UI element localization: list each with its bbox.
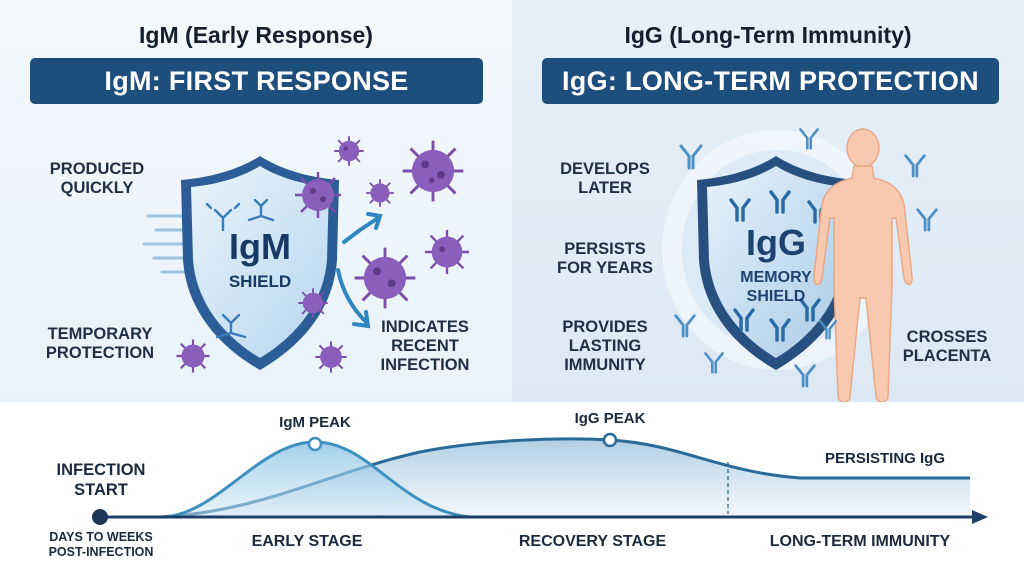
virus-icon bbox=[366, 179, 394, 207]
igg-shield-title: IgG bbox=[746, 222, 806, 263]
virus-icon bbox=[295, 172, 341, 218]
label-temporary-protection: TEMPORARY PROTECTION bbox=[45, 325, 155, 362]
label-indicates-infection: INDICATES RECENT INFECTION bbox=[380, 318, 470, 374]
human-body-icon bbox=[813, 128, 913, 403]
virus-icon bbox=[176, 339, 210, 373]
virus-icon bbox=[298, 288, 328, 318]
virus-icon bbox=[424, 229, 470, 275]
igm-shield-subtitle: SHIELD bbox=[228, 272, 292, 291]
igm-shield-title: IgM bbox=[229, 226, 291, 267]
timeline-curves bbox=[92, 432, 988, 525]
infection-start-label: INFECTION START bbox=[56, 461, 146, 499]
label-produced-quickly: PRODUCED QUICKLY bbox=[49, 160, 145, 197]
label-develops-later: DEVELOPS LATER bbox=[560, 160, 650, 197]
igm-shield-icon bbox=[181, 156, 339, 370]
antibody-icon bbox=[818, 319, 838, 340]
igg-shield-subtitle: MEMORY SHIELD bbox=[740, 269, 812, 305]
antibody-timeline: INFECTION START DAYS TO WEEKS POST-INFEC… bbox=[0, 402, 1024, 572]
stage-early: EARLY STAGE bbox=[251, 533, 363, 550]
deflect-arrow-icon bbox=[336, 212, 383, 329]
antibody-icon bbox=[916, 208, 938, 232]
days-to-weeks-label: DAYS TO WEEKS POST-INFECTION bbox=[48, 530, 154, 559]
virus-icon bbox=[334, 136, 364, 166]
antibody-icon bbox=[674, 314, 696, 338]
igm-panel: IgM (Early Response) IgM: FIRST RESPONSE… bbox=[0, 0, 512, 402]
antibody-icon bbox=[904, 154, 926, 178]
igm-peak-label: IgM PEAK bbox=[279, 414, 351, 431]
label-crosses-placenta: CROSSES PLACENTA bbox=[902, 328, 992, 365]
igg-heading: IgG (Long-Term Immunity) bbox=[624, 22, 912, 48]
label-persists-years: PERSISTS FOR YEARS bbox=[557, 240, 653, 277]
antibody-icon bbox=[799, 128, 819, 150]
antibody-icon bbox=[679, 144, 703, 170]
virus-icon bbox=[315, 341, 347, 373]
speed-lines-icon bbox=[142, 214, 188, 274]
persisting-igg-label: PERSISTING IgG bbox=[824, 450, 945, 467]
stage-long-term: LONG-TERM IMMUNITY bbox=[769, 533, 951, 550]
igg-shield-icon bbox=[697, 156, 855, 370]
igm-heading: IgM (Early Response) bbox=[139, 22, 373, 48]
igg-panel: IgG (Long-Term Immunity) IgG: LONG-TERM … bbox=[512, 0, 1024, 403]
virus-icon bbox=[354, 247, 416, 309]
antibody-icon bbox=[704, 352, 724, 374]
antibody-icon bbox=[794, 364, 816, 388]
virus-icon bbox=[402, 140, 464, 202]
igm-banner: IgM: FIRST RESPONSE bbox=[30, 58, 483, 104]
igg-peak-label: IgG PEAK bbox=[574, 410, 646, 427]
label-provides-immunity: PROVIDES LASTING IMMUNITY bbox=[562, 318, 648, 374]
igg-banner: IgG: LONG-TERM PROTECTION bbox=[542, 58, 999, 104]
stage-recovery: RECOVERY STAGE bbox=[518, 533, 667, 550]
